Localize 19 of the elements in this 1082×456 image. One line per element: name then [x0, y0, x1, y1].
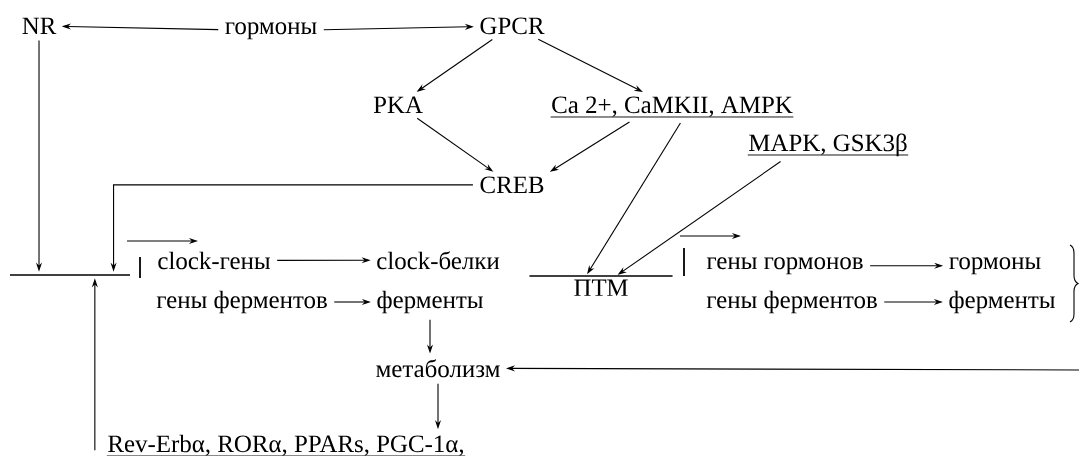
label: GPCR [480, 17, 545, 35]
label: гены ферментов [706, 290, 877, 314]
label: ферменты [949, 290, 1055, 314]
label: PKA [373, 96, 423, 113]
underlined-label: MAPK, GSK3β [747, 133, 909, 157]
gene-line: ПТМ [528, 275, 674, 296]
gene-line [10, 274, 130, 276]
label: CREB [480, 176, 544, 194]
label: гормоны [225, 22, 317, 40]
label: ферменты [377, 290, 483, 314]
label: гормоны [949, 257, 1041, 275]
label: NR [22, 17, 57, 34]
label: clock-гены [158, 251, 271, 270]
label: clock-белки [377, 251, 500, 270]
underlined-label: Ca 2+, CaMKII, AMPK [550, 96, 794, 118]
label: гены гормонов [706, 257, 863, 275]
label: гены ферментов [156, 290, 327, 314]
label: метаболизм [376, 359, 500, 378]
underlined-label: Rev-Erbα, RORα, PPARs, PGC-1α, [106, 434, 466, 456]
